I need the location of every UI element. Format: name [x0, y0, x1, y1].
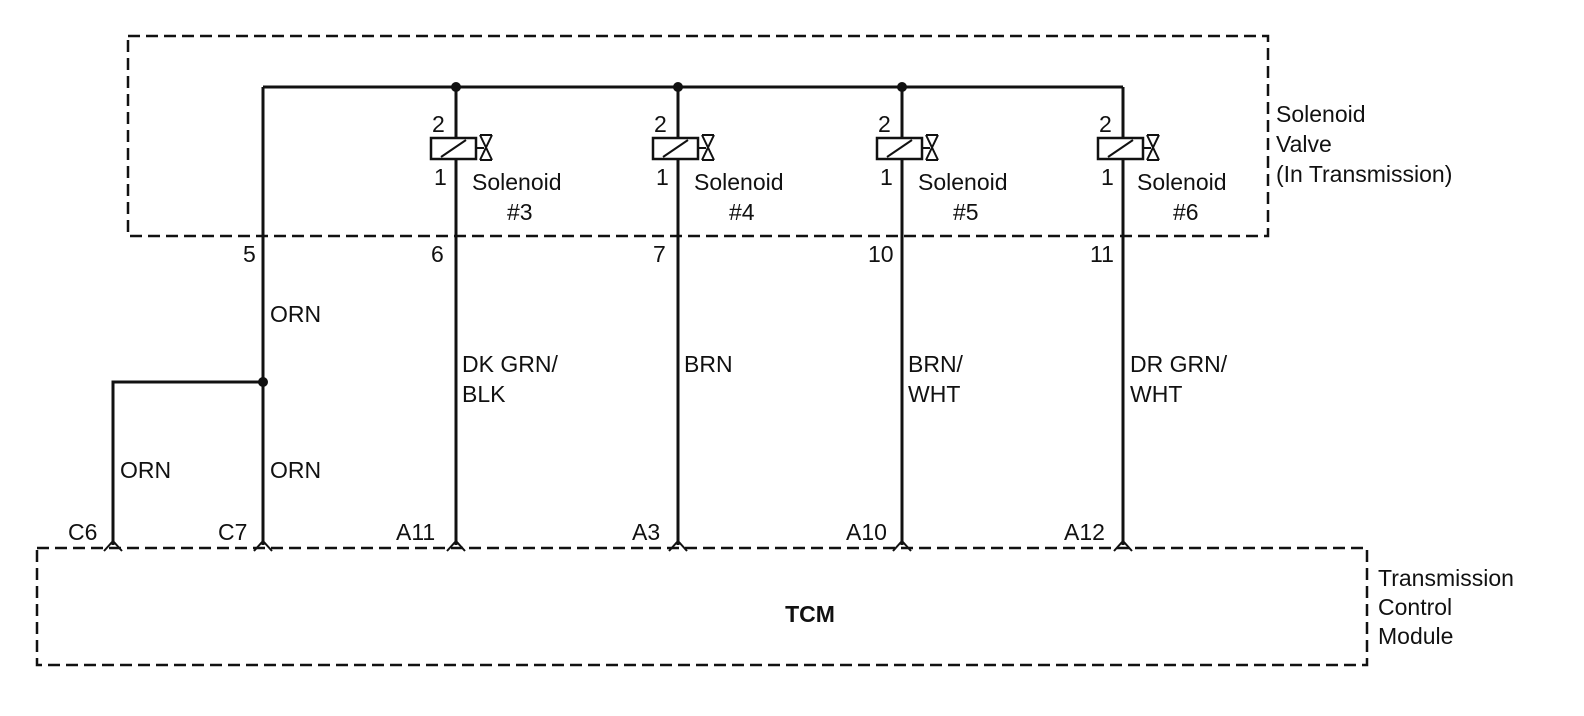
solenoid-5-wire-color-line1: BRN/: [908, 351, 964, 377]
solenoid-5-valve-icon: [922, 134, 939, 161]
solenoid-3-pin-top: 2: [432, 111, 445, 137]
tcm-pin-c7: C7: [218, 519, 247, 545]
solenoid-4-pin-top: 2: [654, 111, 667, 137]
solenoid-5-coil-slash: [886, 139, 913, 158]
solenoid-5-circuit: 2 1 Solenoid #5 10 BRN/ WHT A10: [846, 87, 1008, 545]
branch-right-wire-color: ORN: [270, 457, 321, 483]
solenoid-6-name: Solenoid: [1137, 169, 1227, 195]
tcm-pin-c6: C6: [68, 519, 97, 545]
solenoid-3-harness-pin: 6: [431, 241, 444, 267]
solenoid-3-wire-color-line1: DK GRN/: [462, 351, 558, 377]
solenoid-valve-label-line3: (In Transmission): [1276, 161, 1452, 187]
solenoid-3-pin-bottom: 1: [434, 164, 447, 190]
solenoid-3-wire-color-line2: BLK: [462, 381, 506, 407]
solenoid-valve-label-line1: Solenoid: [1276, 101, 1366, 127]
solenoid-4-valve-icon: [698, 134, 715, 161]
solenoid-5-number: #5: [953, 199, 979, 225]
solenoid-5-pin-top: 2: [878, 111, 891, 137]
solenoid-4-circuit: 2 1 Solenoid #4 7 BRN A3: [632, 87, 784, 545]
solenoid-4-pin-bottom: 1: [656, 164, 669, 190]
tcm-title: TCM: [785, 601, 835, 627]
common-wire-color: ORN: [270, 301, 321, 327]
solenoid-3-tcm-pin: A11: [396, 519, 435, 545]
solenoid-6-circuit: 2 1 Solenoid #6 11 DR GRN/ WHT A12: [1064, 87, 1228, 545]
solenoid-valve-label-line2: Valve: [1276, 131, 1332, 157]
solenoid-3-coil-slash: [440, 139, 467, 158]
solenoid-4-coil-slash: [662, 139, 689, 158]
solenoid-4-harness-pin: 7: [653, 241, 666, 267]
solenoid-3-circuit: 2 1 Solenoid #3 6 DK GRN/ BLK A11: [396, 87, 562, 545]
solenoid-6-valve-icon: [1143, 134, 1160, 161]
solenoid-3-number: #3: [507, 199, 533, 225]
solenoid-6-number: #6: [1173, 199, 1199, 225]
solenoid-4-tcm-pin: A3: [632, 519, 660, 545]
branch-junction-node: [258, 377, 268, 387]
solenoid-5-name: Solenoid: [918, 169, 1008, 195]
solenoid-4-wire-color-line1: BRN: [684, 351, 733, 377]
solenoid-4-number: #4: [729, 199, 755, 225]
solenoid-4-name: Solenoid: [694, 169, 784, 195]
common-harness-pin: 5: [243, 241, 256, 267]
solenoid-3-name: Solenoid: [472, 169, 562, 195]
solenoid-valve-enclosure: [126, 34, 1270, 238]
solenoid-5-tcm-pin: A10: [846, 519, 887, 545]
solenoid-5-harness-pin: 10: [868, 241, 894, 267]
solenoid-5-wire-color-line2: WHT: [908, 381, 960, 407]
tcm-enclosure: [35, 546, 1369, 667]
tcm-label-line1: Transmission: [1378, 565, 1514, 591]
tcm-label-line3: Module: [1378, 623, 1453, 649]
solenoid-3-valve-icon: [476, 134, 493, 161]
solenoid-6-pin-top: 2: [1099, 111, 1112, 137]
solenoid-6-tcm-pin: A12: [1064, 519, 1105, 545]
solenoid-5-pin-bottom: 1: [880, 164, 893, 190]
branch-wire-c6: [111, 380, 263, 545]
solenoid-6-wire-color-line2: WHT: [1130, 381, 1182, 407]
solenoid-6-wire-color-line1: DR GRN/: [1130, 351, 1228, 377]
tcm-label-line2: Control: [1378, 594, 1452, 620]
branch-left-wire-color: ORN: [120, 457, 171, 483]
solenoid-6-pin-bottom: 1: [1101, 164, 1114, 190]
solenoid-6-coil-slash: [1107, 139, 1134, 158]
solenoid-6-harness-pin: 11: [1090, 241, 1114, 267]
